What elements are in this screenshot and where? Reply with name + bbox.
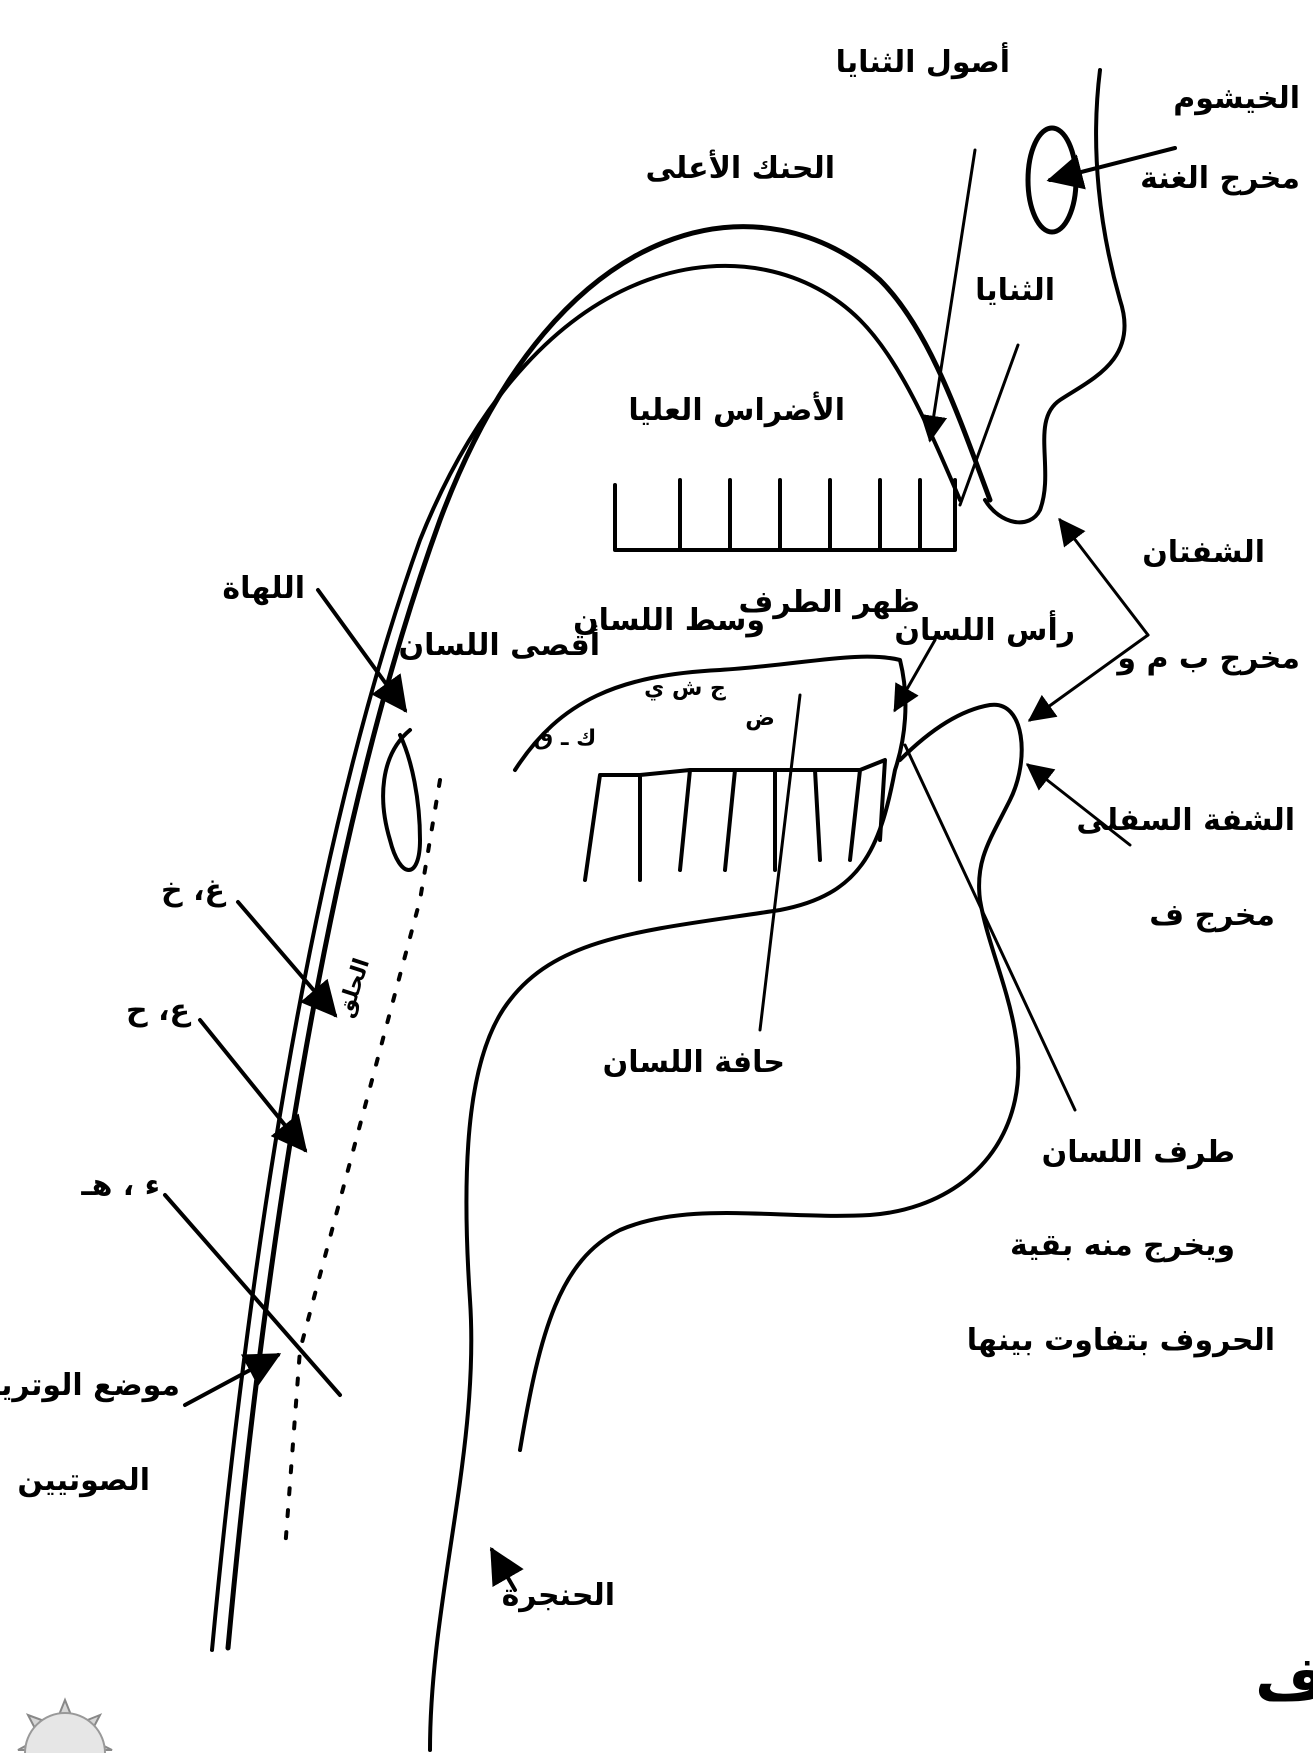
leader-tongue-tip [905,745,1075,1110]
label-tongue-tip-line2: ويخرج منه بقية [1010,1228,1235,1263]
label-tongue-middle: وسط اللسان [573,603,765,638]
label-upper-molars: الأضراس العليا [628,391,845,428]
label-tongue-edge: حافة اللسان [603,1045,785,1080]
label-lower-lip: الشفة السفلى [1076,803,1295,838]
label-ain-ha: ع، ح [126,993,191,1028]
upper-teeth [615,480,955,550]
leader-vocal-cords [185,1355,278,1405]
label-larynx: الحنجرة [502,1578,615,1613]
palate-outer-line [228,227,990,1648]
tongue-letters-qk: ك ـ ق [534,726,597,751]
leader-incisors [960,345,1018,505]
label-tongue-back: أقصى اللسان [399,625,600,663]
leader-tongue-head [895,640,935,710]
label-lower-lip-exit: مخرج ف [1149,898,1275,933]
throat-side-label: الحلق [333,955,375,1020]
label-lips: الشفتان [1142,535,1265,570]
lower-teeth [585,760,885,880]
uvula-shape [383,730,420,870]
label-tongue-tip-line1: طرف اللسان [1042,1135,1235,1170]
label-incisor-roots: أصول الثنايا [836,42,1010,80]
diagram-title: رسم توضيحي لمخارج الحروف [1255,1642,1313,1715]
tongue-letters-jsy: ج ش ي [644,676,726,701]
label-tongue-tip-line3: الحروف بتفاوت بينها [967,1323,1275,1358]
label-uvula: اللهاة [222,571,305,606]
label-nasal-cavity: الخيشوم [1173,81,1300,116]
leader-uvula [318,590,405,710]
tongue-letter-dad: ض [745,706,775,731]
label-vocal-cords-line1: موضع الوترين [0,1368,180,1403]
label-tongue-tip-back: ظهر الطرف [739,585,920,620]
label-tongue-head: رأس اللسان [894,610,1075,648]
label-gh-kh: غ، خ [161,873,226,908]
leader-tongue-edge [760,695,800,1030]
label-ghunna-exit: مخرج الغنة [1140,161,1300,196]
throat-dashes [285,780,440,1550]
leader-ain-ha [200,1020,305,1150]
label-incisors: الثنايا [975,273,1055,308]
corner-star-logo [18,1700,112,1753]
label-hamza-ha: ء ، هـ [80,1168,160,1203]
label-vocal-cords-line2: الصوتيين [17,1463,150,1498]
label-upper-palate: الحنك الأعلى [645,149,835,186]
label-lips-exit: مخرج ب م و [1115,641,1300,676]
